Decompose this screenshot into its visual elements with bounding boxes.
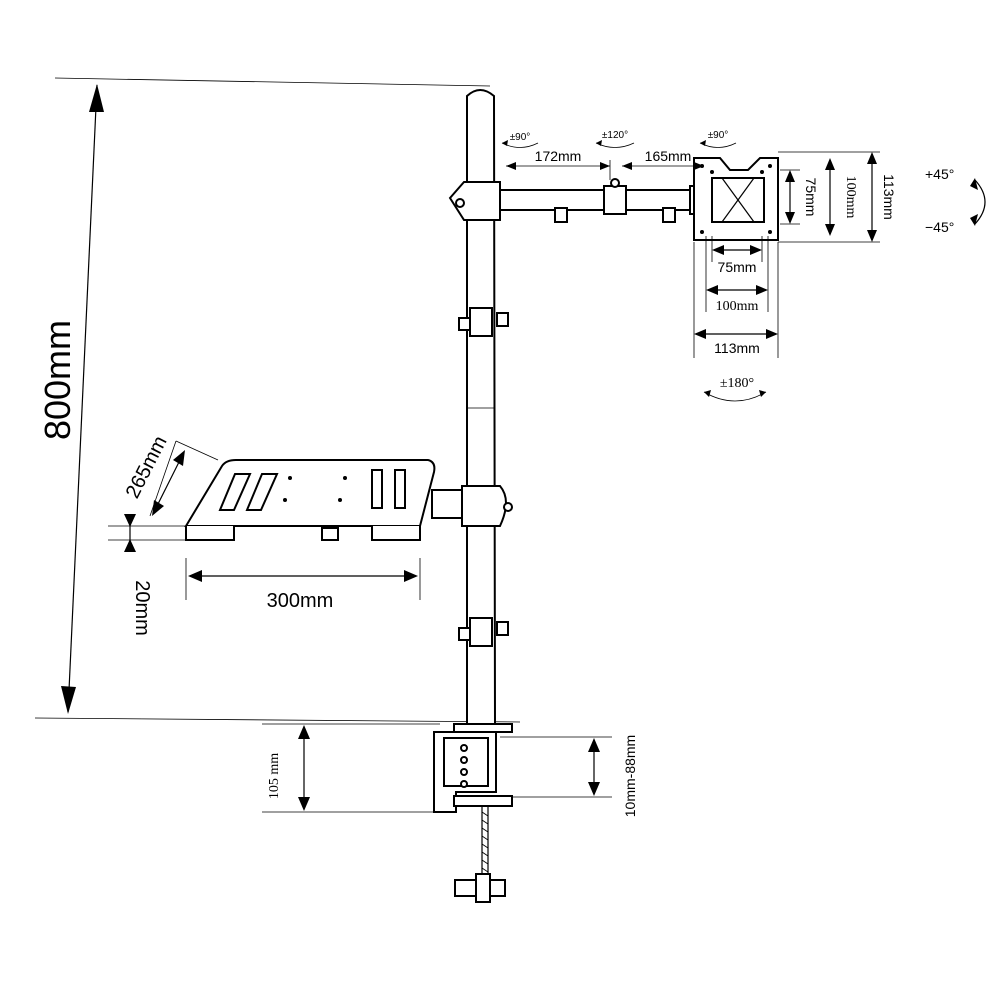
desk-clamp — [433, 723, 513, 903]
vesa-plate — [693, 157, 779, 241]
height-label: 800mm — [37, 320, 78, 440]
joint-1-rotation: ±90° — [510, 132, 531, 143]
swivel-indicator: ±180° — [703, 376, 767, 402]
cable-clip-lower — [469, 617, 493, 647]
height-dimension: 800mm — [34, 77, 521, 723]
clamp-range-dimension: 10mm-88mm — [500, 735, 638, 817]
swivel-label: ±180° — [720, 376, 754, 391]
plate-h-label: 113mm — [881, 174, 897, 220]
tilt-up-label: +45° — [925, 166, 954, 182]
vesa-vertical-dimensions: 75mm 100mm 113mm — [778, 151, 897, 243]
joint-3-rotation: ±90° — [708, 130, 729, 141]
tilt-indicator: +45° −45° — [925, 166, 986, 235]
shelf-width-dimension: 300mm — [185, 558, 421, 612]
arm-rotation-markers: ±90° ±120° ±90° — [501, 130, 737, 148]
shelf-thickness-label: 20mm — [131, 580, 153, 636]
cable-clip-upper — [469, 307, 493, 337]
monitor-arm — [448, 178, 707, 223]
arrowhead-top — [89, 84, 104, 112]
shelf-width-label: 300mm — [267, 590, 334, 612]
clamp-height-dimension: 105 mm — [262, 723, 440, 813]
vesa-100-w-label: 100mm — [716, 299, 759, 314]
clamp-height-label: 105 mm — [267, 753, 282, 799]
tilt-down-label: −45° — [925, 219, 954, 235]
clamp-range-label: 10mm-88mm — [622, 735, 638, 817]
plate-w-label: 113mm — [714, 340, 760, 356]
laptop-shelf — [184, 459, 513, 541]
arm-dimensions: 172mm 165mm — [506, 148, 704, 180]
arm-seg-1-label: 172mm — [535, 148, 582, 164]
joint-2-rotation: ±120° — [602, 130, 628, 141]
shelf-thickness-dimension: 20mm — [108, 514, 186, 636]
vesa-horizontal-dimensions: 75mm 100mm 113mm — [693, 236, 779, 358]
vesa-100-h-label: 100mm — [843, 176, 858, 219]
vesa-75-h-label: 75mm — [803, 178, 819, 217]
arm-seg-2-label: 165mm — [645, 148, 692, 164]
arrowhead-bottom — [61, 686, 76, 714]
vesa-75-w-label: 75mm — [718, 259, 757, 275]
pole — [458, 89, 509, 729]
